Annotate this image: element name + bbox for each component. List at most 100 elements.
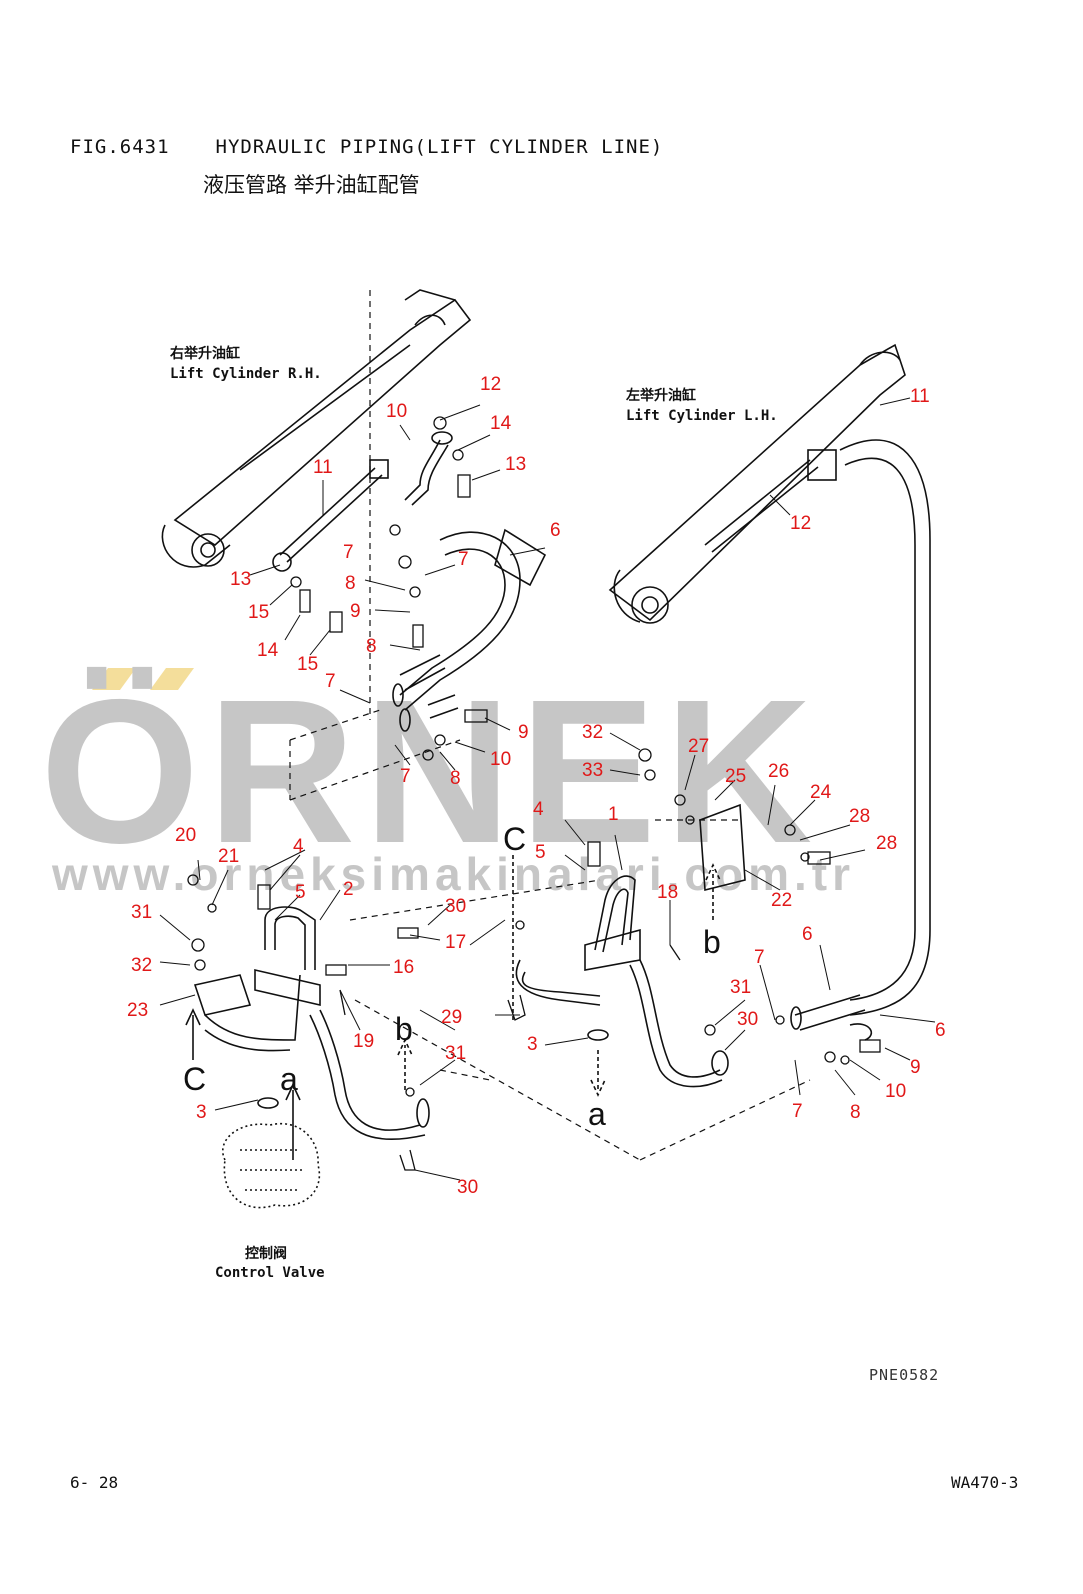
arrow-label-b-right: b: [703, 924, 721, 960]
flange-7-lh: [790, 1006, 802, 1030]
watermark-brand: ÖRNEK: [40, 657, 820, 886]
arrow-c-left: [185, 1008, 201, 1060]
lh-cylinder-label-en: Lift Cylinder L.H.: [626, 408, 778, 424]
hose-fitting-rh-lower: [427, 694, 459, 719]
connection-letters: a a b b C C: [183, 821, 721, 1132]
callout-2: 2: [343, 879, 354, 900]
leader-lines: [159, 397, 936, 1181]
dashed-frame-lines: [289, 290, 811, 1161]
model-number: WA470-3: [951, 1473, 1019, 1492]
callout-28-a: 27: [688, 736, 709, 757]
callout-33-left: 32: [131, 955, 152, 976]
callout-29: 28: [876, 833, 897, 854]
arrow-b-left: [397, 1038, 413, 1090]
flange-valve-lower: [416, 1098, 430, 1128]
callout-1: 1: [608, 804, 619, 825]
callout-10-c: 10: [885, 1081, 906, 1102]
callout-9-b: 9: [518, 722, 529, 743]
control-valve-label-cn: 控制阀: [245, 1246, 287, 1262]
flange-center-right: [711, 1050, 729, 1076]
block-11-lh: [807, 449, 837, 481]
callout-7-b: 7: [458, 549, 469, 570]
control-valve: [222, 1122, 321, 1209]
tube-12-rh: [279, 467, 383, 563]
tube-11-rh: [404, 439, 449, 506]
callout-8-c: 8: [850, 1102, 861, 1123]
pipe-left-lower: [204, 974, 301, 1052]
block-11-rh: [369, 459, 389, 479]
watermark-url: www.orneksimakinalari.com.tr: [51, 848, 855, 900]
figure-description: HYDRAULIC PIPING(LIFT CYLINDER LINE): [215, 136, 664, 158]
callout-5-center: 5: [535, 842, 546, 863]
arrow-label-a-center: a: [588, 1096, 606, 1132]
callout-20: 19: [353, 1031, 374, 1052]
pipe-center-right: [629, 959, 723, 1088]
callout-31-a: 30: [445, 896, 466, 917]
callout-31-b: 31: [730, 977, 751, 998]
valve-body-left: [254, 968, 321, 1007]
small-fittings: [187, 416, 881, 1171]
o-ring-3-left: [257, 1097, 279, 1109]
callout-18: 17: [445, 932, 466, 953]
callout-9-a: 8: [366, 636, 377, 657]
arrow-label-a-left: a: [280, 1061, 298, 1097]
callout-10-a: 9: [350, 601, 361, 622]
callout-13-b: 13: [230, 569, 251, 590]
callout-14-b: 14: [257, 640, 279, 661]
bracket-23: [699, 803, 746, 892]
arrow-b-right: [705, 863, 721, 920]
callout-32-left: 31: [131, 902, 152, 923]
callout-21: 20: [175, 825, 196, 846]
callout-25: 24: [810, 782, 832, 803]
arrow-a-left: [285, 1083, 301, 1160]
callout-32-center: 32: [582, 722, 603, 743]
callout-17: 16: [393, 957, 414, 978]
callout-24: 23: [127, 1000, 148, 1021]
callout-19: 18: [657, 882, 678, 903]
callout-3-center: 3: [527, 1034, 538, 1055]
callout-9-c: 9: [910, 1057, 921, 1078]
pipe-2: [264, 906, 316, 970]
callout-5-left: 5: [295, 882, 306, 903]
valve-block-24: [193, 974, 252, 1016]
arrow-label-c-left: C: [183, 1061, 206, 1097]
callout-6-lh-lower: 6: [935, 1020, 946, 1041]
callout-15-b: 15: [248, 602, 269, 623]
callout-27: 26: [768, 761, 789, 782]
watermark-umlaut: [92, 668, 194, 690]
hose-6-lh: [839, 439, 931, 1016]
pipe-center-left: [515, 959, 601, 1006]
hose-fitting-6-rh: [399, 654, 446, 691]
arrow-label-c-center: C: [503, 821, 526, 857]
callout-30-a: 29: [441, 1007, 462, 1028]
rh-cylinder-label-cn: 右举升油缸: [170, 346, 240, 362]
callout-16: 15: [297, 654, 318, 675]
hose-clamp-6-rh: [494, 528, 547, 587]
callout-8-a: 8: [345, 573, 356, 594]
flange-13-rh: [272, 552, 292, 572]
callout-31-c: 31: [445, 1043, 466, 1064]
callout-7-d: 7: [400, 766, 411, 787]
lh-lift-cylinder: [608, 343, 906, 624]
callout-6-lh: 6: [802, 924, 813, 945]
callout-22: 21: [218, 846, 239, 867]
callout-7-e: 7: [754, 947, 765, 968]
callout-4-left: 4: [293, 836, 304, 857]
hose-fitting-6-lh-lower: [794, 994, 866, 1031]
part-callouts: 1 2 3 3 4 4 5 5 6 6 6 7 7 7 7 7 7 8 8 8 …: [127, 374, 946, 1198]
callout-11-lh: 11: [910, 386, 930, 407]
drawing-code: PNE0582: [869, 1366, 940, 1384]
callout-7-c: 7: [325, 671, 336, 692]
callout-30-b: 30: [737, 1009, 758, 1030]
watermark: ÖRNEK www.orneksimakinalari.com.tr: [40, 657, 855, 900]
control-valve-label-en: Control Valve: [215, 1265, 325, 1281]
tube-12-lh: [704, 459, 819, 553]
callout-23: 22: [771, 890, 792, 911]
flange-rh-lower-a: [392, 683, 404, 707]
callout-12-lh: 12: [790, 513, 811, 534]
callout-7-a: 7: [343, 542, 354, 563]
callout-7-f: 7: [792, 1101, 803, 1122]
page-number: 6- 28: [70, 1473, 119, 1492]
